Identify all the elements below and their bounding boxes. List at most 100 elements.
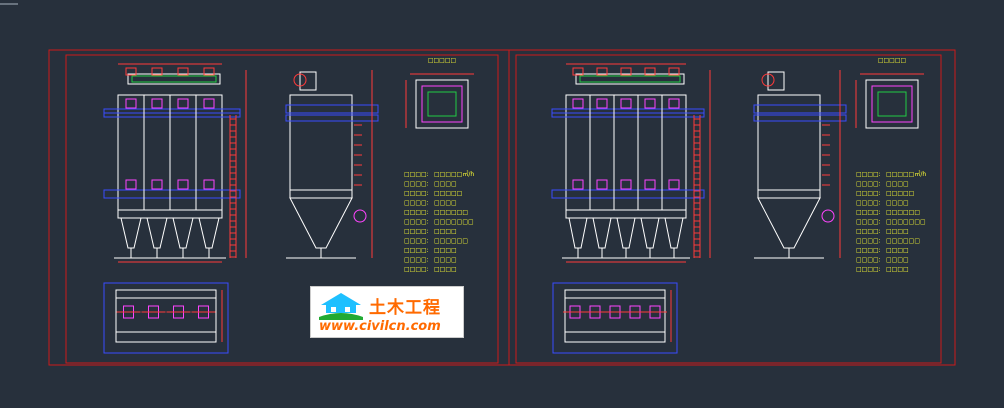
inspection-door-bottom bbox=[203, 179, 215, 190]
platform-lower bbox=[551, 189, 705, 199]
outlet-flange bbox=[620, 67, 632, 76]
spec-value: □□□□□□□ bbox=[434, 219, 474, 226]
spec-value: □□□□□㎡/h bbox=[886, 170, 926, 178]
sheet-left-views bbox=[103, 63, 247, 263]
inspection-door-top bbox=[125, 98, 137, 109]
top-duct bbox=[127, 73, 221, 85]
spec-label: □□□□: bbox=[856, 266, 881, 273]
spec-value: □□□□□ bbox=[434, 190, 462, 197]
hopper-band bbox=[565, 209, 687, 219]
spec-label: □□□□: bbox=[856, 190, 881, 197]
inspection-door-bottom bbox=[177, 179, 189, 190]
spec-value: □□□□ bbox=[886, 266, 909, 273]
spec-label: □□□□: bbox=[856, 257, 881, 264]
plan-core bbox=[427, 91, 457, 117]
inlet-flange bbox=[293, 73, 307, 87]
plan-inner bbox=[421, 85, 463, 123]
inspection-door-bottom bbox=[668, 179, 680, 190]
hopper bbox=[172, 217, 194, 249]
spec-value: □□□□ bbox=[434, 181, 457, 188]
base-plan-outline bbox=[115, 289, 217, 343]
spec-label: □□□□: bbox=[856, 219, 881, 226]
spec-value: □□□□ bbox=[886, 257, 909, 264]
side-hopper-band bbox=[289, 189, 353, 199]
inspection-door-top bbox=[644, 98, 656, 109]
inspection-door-bottom bbox=[596, 179, 608, 190]
spec-value: □□□□□□□ bbox=[886, 219, 926, 226]
side-platform-rail bbox=[285, 114, 379, 122]
spec-label: □□□□: bbox=[404, 181, 429, 188]
platform-lower bbox=[103, 189, 241, 199]
inspection-door-top bbox=[177, 98, 189, 109]
outlet-flange bbox=[125, 67, 137, 76]
plan-detail-left: □□□□□ bbox=[405, 57, 474, 129]
top-duct-inner bbox=[131, 75, 217, 83]
plan-outline bbox=[415, 79, 469, 129]
side-hopper bbox=[289, 197, 353, 249]
spec-label: □□□□: bbox=[404, 190, 429, 197]
spec-label: □□□□: bbox=[856, 238, 881, 245]
side-hopper-band bbox=[757, 189, 821, 199]
side-platform-rail bbox=[753, 114, 847, 122]
inspection-door-top bbox=[668, 98, 680, 109]
inspection-door-top bbox=[596, 98, 608, 109]
bag-house-body bbox=[565, 94, 687, 211]
spec-label: □□□□: bbox=[404, 219, 429, 226]
spec-label: □□□□: bbox=[404, 171, 429, 178]
spec-value: □□□□ bbox=[886, 200, 909, 207]
spec-label: □□□□: bbox=[856, 181, 881, 188]
top-duct-inner bbox=[579, 75, 681, 83]
watermark-url: www.civilcn.com bbox=[319, 319, 441, 334]
inspection-door-bottom bbox=[125, 179, 137, 190]
fan-motor bbox=[353, 209, 367, 223]
inspection-door-top bbox=[151, 98, 163, 109]
side-platform-upper bbox=[285, 104, 379, 114]
inlet-duct bbox=[767, 71, 785, 91]
base-plan-frame bbox=[103, 282, 229, 354]
side-elevation-right bbox=[753, 70, 847, 259]
spec-label: □□□□: bbox=[404, 266, 429, 273]
spec-value: □□□□□□ bbox=[434, 238, 468, 245]
outlet-flange bbox=[572, 67, 584, 76]
outlet-flange bbox=[668, 67, 680, 76]
inspection-door-bottom bbox=[644, 179, 656, 190]
spec-value: □□□□ bbox=[434, 247, 457, 254]
spec-value: □□□□□ bbox=[886, 190, 914, 197]
outlet-flange bbox=[177, 67, 189, 76]
hopper bbox=[592, 217, 612, 249]
plan-core bbox=[877, 91, 907, 117]
spec-block-right: □□□□: □□□□□㎡/h □□□□: □□□□ □□□□: □□□□□ □□□□: □□□… bbox=[856, 170, 926, 273]
plan-title: □□□□□ bbox=[878, 57, 906, 64]
spec-label: □□□□: bbox=[856, 171, 881, 178]
watermark-logo: 土木工程 www.civilcn.com bbox=[310, 286, 464, 338]
hopper bbox=[640, 217, 660, 249]
plan-detail-right: □□□□□ bbox=[855, 57, 924, 129]
inlet-flange bbox=[761, 73, 775, 87]
spec-value: □□□□ bbox=[886, 181, 909, 188]
base-plan-outline bbox=[564, 289, 666, 343]
plan-inner bbox=[871, 85, 913, 123]
spec-value: □□□□ bbox=[434, 228, 457, 235]
hopper bbox=[616, 217, 636, 249]
spec-label: □□□□: bbox=[404, 238, 429, 245]
sheet-inner-frame-right bbox=[515, 54, 942, 364]
side-body bbox=[289, 94, 353, 191]
spec-value: □□□□ bbox=[886, 228, 909, 235]
sheet-frame-right bbox=[508, 49, 956, 366]
inspection-door-bottom bbox=[572, 179, 584, 190]
inspection-door-bottom bbox=[151, 179, 163, 190]
side-platform-upper bbox=[753, 104, 847, 114]
spec-label: □□□□: bbox=[856, 209, 881, 216]
spec-label: □□□□: bbox=[404, 257, 429, 264]
spec-label: □□□□: bbox=[404, 200, 429, 207]
outlet-flange bbox=[151, 67, 163, 76]
house-icon bbox=[319, 293, 363, 320]
spec-label: □□□□: bbox=[856, 228, 881, 235]
side-elevation-left bbox=[285, 70, 379, 259]
spec-value: □□□□□□ bbox=[886, 238, 920, 245]
hopper bbox=[664, 217, 684, 249]
plan-outline bbox=[865, 79, 919, 129]
plan-title: □□□□□ bbox=[428, 57, 456, 64]
